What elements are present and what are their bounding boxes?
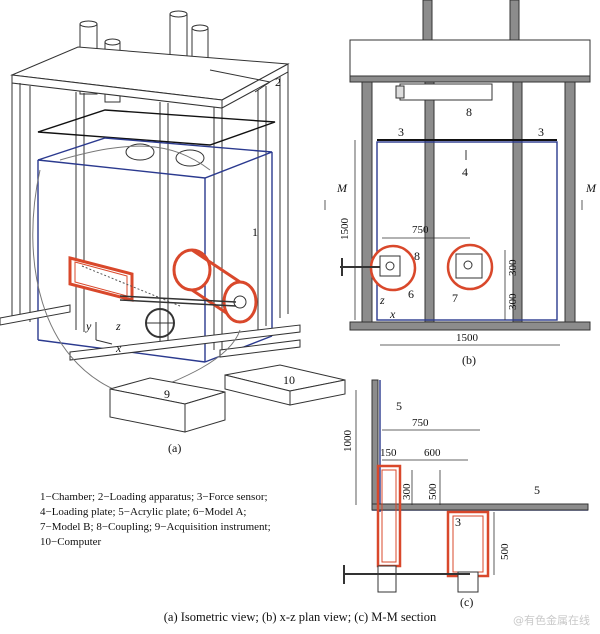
legend-line-4: 10−Computer <box>40 536 102 548</box>
dim-section-500-left: 500 <box>427 483 439 500</box>
dim-300-upper: 300 <box>507 259 519 276</box>
label-model-b: 7 <box>452 291 458 305</box>
dim-300-lower: 300 <box>507 293 519 310</box>
plan-labels: 3 3 4 6 7 8 8 M M z x 1500 750 300 300 1… <box>336 105 597 367</box>
tag-a: (a) <box>168 441 181 455</box>
acquisition-instrument <box>109 377 226 433</box>
label-model-a: 6 <box>408 287 414 301</box>
legend: 1−Chamber; 2−Loading apparatus; 3−Force … <box>40 490 330 550</box>
label-acrylic-plate-top: 5 <box>396 399 402 413</box>
model-b <box>172 248 258 324</box>
legend-line-3: 7−Model B; 8−Coupling; 9−Acquisition ins… <box>40 521 271 533</box>
section-labels: 5 5 3 750 150 600 1000 300 500 500 (c) <box>342 399 540 609</box>
section-mark-left: M <box>336 181 348 195</box>
dim-spacing-750: 750 <box>412 224 429 236</box>
plan-axis-z: z <box>379 293 385 307</box>
computer <box>224 364 346 406</box>
tag-c: (c) <box>460 595 473 609</box>
dim-section-500-right: 500 <box>499 543 511 560</box>
plan-axis-x: x <box>389 307 396 321</box>
isometric-labels: 1 2 9 10 y z x (a) <box>85 75 295 455</box>
label-coupling-top: 8 <box>466 105 472 119</box>
dim-section-150: 150 <box>380 447 397 459</box>
isometric-view <box>0 10 346 433</box>
label-loading-plate: 4 <box>462 165 468 179</box>
label-loading-apparatus: 2 <box>275 75 281 89</box>
axis-x: x <box>115 341 122 355</box>
watermark: @有色金属在线 <box>513 614 590 627</box>
figure-caption: (a) Isometric view; (b) x-z plan view; (… <box>163 610 437 624</box>
label-force-sensor-section: 3 <box>455 515 461 529</box>
section-view <box>343 379 589 593</box>
plan-model-b <box>446 243 494 291</box>
legend-line-2: 4−Loading plate; 5−Acrylic plate; 6−Mode… <box>40 506 247 518</box>
dim-width-1500: 1500 <box>456 332 479 344</box>
label-acrylic-plate-right: 5 <box>534 483 540 497</box>
label-acquisition-instrument: 9 <box>164 387 170 401</box>
section-mark-right: M <box>585 181 597 195</box>
dim-section-1000: 1000 <box>342 430 354 453</box>
label-coupling: 8 <box>414 249 420 263</box>
tag-b: (b) <box>462 353 476 367</box>
axis-z: z <box>115 319 121 333</box>
acrylic-chamber <box>37 137 273 363</box>
label-computer: 10 <box>283 373 295 387</box>
dim-section-300: 300 <box>401 483 413 500</box>
label-force-sensor-left: 3 <box>398 125 404 139</box>
legend-line-1: 1−Chamber; 2−Loading apparatus; 3−Force … <box>40 491 268 503</box>
dim-section-600: 600 <box>424 447 441 459</box>
plan-view <box>324 0 591 346</box>
label-force-sensor-right: 3 <box>538 125 544 139</box>
dim-height-1500: 1500 <box>339 218 351 241</box>
dim-section-750: 750 <box>412 417 429 429</box>
axis-y: y <box>85 319 92 333</box>
label-chamber: 1 <box>252 225 258 239</box>
